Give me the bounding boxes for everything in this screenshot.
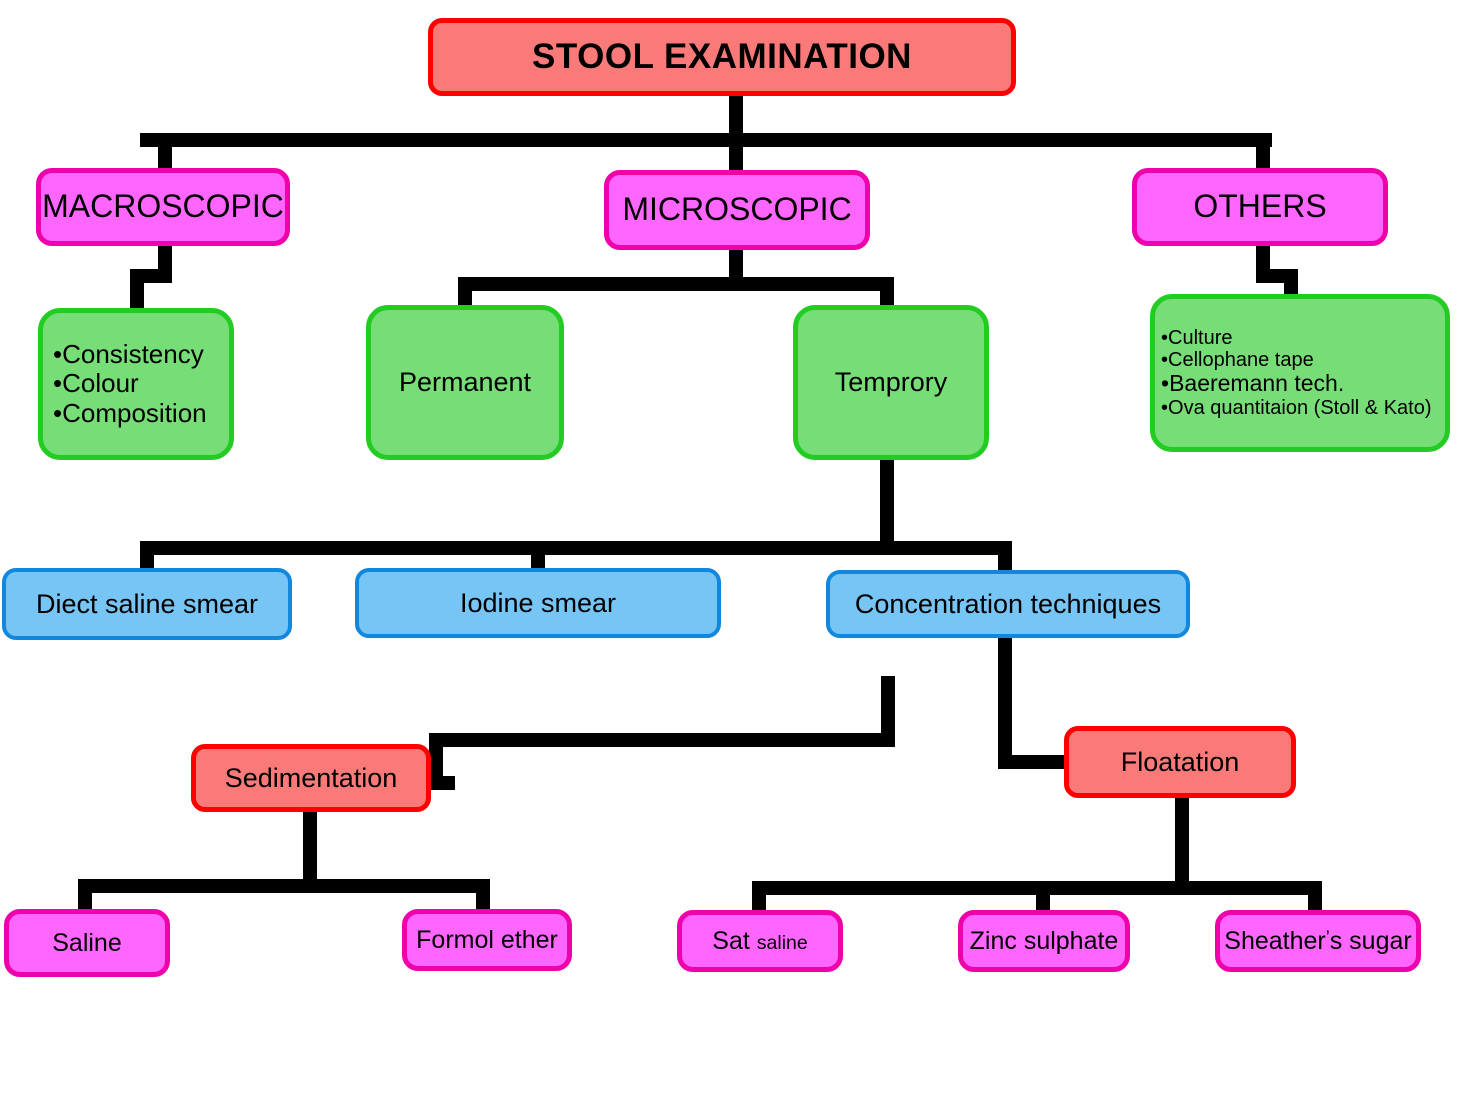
node-label: MACROSCOPIC — [42, 188, 284, 225]
others-bullet-list: •Culture •Cellophane tape •Baeremann tec… — [1155, 327, 1445, 420]
node-sedimentation[interactable]: Sedimentation — [191, 744, 431, 812]
node-label: OTHERS — [1193, 188, 1327, 225]
connector-micro-bus — [458, 277, 894, 291]
bullet-label: Culture — [1168, 326, 1233, 349]
connector-drop-sheathers-sugar — [1308, 881, 1322, 911]
node-microscopic[interactable]: MICROSCOPIC — [604, 170, 870, 250]
connector-others-v2 — [1284, 269, 1298, 297]
bullet-item: •Ova quantitaion (Stoll & Kato) — [1161, 397, 1432, 420]
node-concentration-techniques[interactable]: Concentration techniques — [826, 570, 1190, 638]
connector-blue-bus — [140, 541, 1012, 555]
bullet-label: Consistency — [62, 339, 204, 370]
connector-drop-direct-smear — [140, 541, 154, 571]
node-sheathers-sugar[interactable]: Sheather’s sugar — [1215, 910, 1421, 972]
node-zinc-sulphate[interactable]: Zinc sulphate — [958, 910, 1130, 972]
connector-drop-sat-saline — [752, 881, 766, 911]
node-macroscopic[interactable]: MACROSCOPIC — [36, 168, 290, 246]
node-saline[interactable]: Saline — [4, 909, 170, 977]
bullet-label: Composition — [62, 397, 207, 428]
node-iodine-smear[interactable]: Iodine smear — [355, 568, 721, 638]
connector-root-stem — [729, 92, 743, 144]
node-label: Iodine smear — [459, 587, 617, 618]
connector-sedimentation-bus — [78, 879, 490, 893]
connector-drop-temprory — [880, 277, 894, 311]
node-label: Sheather’s sugar — [1224, 927, 1411, 955]
node-label-main: Sat — [712, 927, 750, 955]
bullet-label: Colour — [62, 368, 139, 399]
connector-sed-stub — [429, 776, 455, 790]
connector-drop-microscopic — [729, 133, 743, 174]
connector-float-v — [998, 637, 1012, 762]
connector-drop-macroscopic — [158, 133, 172, 174]
node-label: Formol ether — [416, 926, 558, 954]
connector-drop-formol-ether — [476, 879, 490, 911]
node-floatation[interactable]: Floatation — [1064, 726, 1296, 798]
node-label: Concentration techniques — [854, 588, 1162, 619]
node-label: STOOL EXAMINATION — [532, 37, 912, 77]
node-label: Sat saline — [712, 927, 807, 955]
connector-sed-h — [429, 733, 895, 747]
node-label: Saline — [52, 929, 122, 957]
connector-macro-v2 — [130, 269, 144, 314]
node-label: Floatation — [1120, 746, 1240, 777]
node-formol-ether[interactable]: Formol ether — [402, 909, 572, 971]
connector-drop-others — [1256, 133, 1270, 174]
node-label: MICROSCOPIC — [622, 191, 852, 228]
node-stool-examination[interactable]: STOOL EXAMINATION — [428, 18, 1016, 96]
node-label: Permanent — [398, 367, 532, 398]
node-label: Sedimentation — [224, 762, 398, 793]
connector-drop-iodine-smear — [531, 541, 545, 571]
macroscopic-bullet-list: •Consistency •Colour •Composition — [43, 340, 229, 427]
connector-drop-zinc-sulphate — [1036, 881, 1050, 911]
bullet-item: •Baeremann tech. — [1161, 370, 1345, 397]
node-direct-saline-smear[interactable]: Diect saline smear — [2, 568, 292, 640]
node-temprory[interactable]: Temprory — [793, 305, 989, 460]
connector-level1-bus — [140, 133, 1272, 147]
connector-drop-permanent — [458, 277, 472, 311]
node-label-post: s sugar — [1329, 927, 1412, 955]
node-others[interactable]: OTHERS — [1132, 168, 1388, 246]
node-others-details[interactable]: •Culture •Cellophane tape •Baeremann tec… — [1150, 294, 1450, 452]
bullet-label: Cellophane tape — [1168, 348, 1314, 371]
connector-float-h — [998, 755, 1076, 769]
connector-drop-concentration — [998, 541, 1012, 571]
connector-drop-saline — [78, 879, 92, 911]
node-label-apostrophe: ’ — [1325, 927, 1330, 948]
node-label-pre: Sheather — [1224, 927, 1326, 955]
bullet-item: •Cellophane tape — [1161, 348, 1314, 371]
connector-sed-v2 — [429, 733, 443, 790]
bullet-item: •Colour — [53, 368, 139, 399]
node-label: Diect saline smear — [35, 588, 259, 619]
node-macroscopic-details[interactable]: •Consistency •Colour •Composition — [38, 308, 234, 460]
connector-sed-v1 — [881, 676, 895, 740]
bullet-label: Baeremann tech. — [1169, 370, 1345, 397]
bullet-label: Ova quantitaion (Stoll & Kato) — [1168, 397, 1432, 420]
bullet-item: •Culture — [1161, 326, 1233, 349]
bullet-item: •Consistency — [53, 339, 204, 370]
bullet-item: •Composition — [53, 397, 207, 428]
node-permanent[interactable]: Permanent — [366, 305, 564, 460]
connector-temprory-stem — [880, 455, 894, 553]
connector-sedimentation-stem — [303, 812, 317, 886]
node-label: Zinc sulphate — [969, 927, 1119, 955]
connector-floatation-stem — [1175, 798, 1189, 886]
node-label: Temprory — [834, 367, 948, 398]
node-label-sub: saline — [756, 932, 808, 954]
node-sat-saline[interactable]: Sat saline — [677, 910, 843, 972]
